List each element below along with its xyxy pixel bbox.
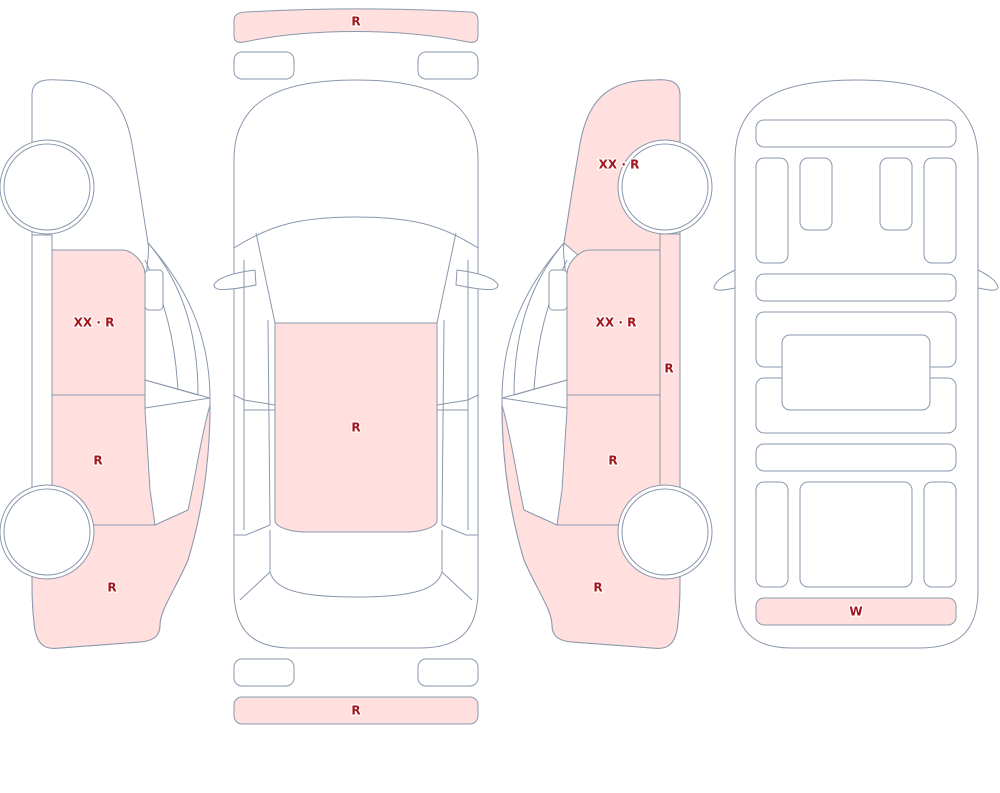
mark-left-rocker: R bbox=[664, 362, 673, 376]
top-view-left-door-line bbox=[233, 394, 276, 411]
right-view-front-wheel bbox=[617, 139, 713, 235]
underbody-front-right-rail bbox=[923, 157, 957, 264]
underbody-spare-well bbox=[799, 481, 913, 588]
mark-right-rear-door: R bbox=[608, 454, 617, 468]
underbody-firewall-crossmember bbox=[755, 273, 957, 302]
right-view-mirror bbox=[548, 269, 568, 311]
top-view-right-mirror bbox=[455, 269, 499, 290]
mark-left-front-door: XX · R bbox=[596, 316, 637, 330]
right-view-rocker[interactable] bbox=[659, 233, 681, 525]
mark-left-rear-door: R bbox=[93, 454, 102, 468]
underbody-front-left-arm bbox=[799, 157, 833, 231]
top-view-a-pillar-right bbox=[436, 232, 457, 324]
underbody-front-crossmember bbox=[755, 119, 957, 148]
mark-left-front-fender: XX · R bbox=[599, 158, 640, 172]
underbody-view: W bbox=[713, 79, 999, 649]
underbody-left-mirror bbox=[713, 269, 736, 291]
mark-left-front-door: XX · R bbox=[74, 316, 115, 330]
top-view-rear-pillars bbox=[234, 524, 478, 601]
left-view-rear-wheel bbox=[0, 484, 95, 580]
left-view: XX · R R R bbox=[0, 79, 211, 649]
right-view: XX · R XX · R R R R bbox=[501, 79, 713, 649]
top-view-rear-window bbox=[269, 530, 443, 598]
mark-underbody-rear-panel: W bbox=[849, 605, 862, 619]
top-view-front-left-light bbox=[233, 51, 295, 80]
underbody-front-left-rail bbox=[755, 157, 789, 264]
mark-right-rear-quarter: R bbox=[593, 581, 602, 595]
mark-roof: R bbox=[351, 421, 360, 435]
underbody-front-right-arm bbox=[879, 157, 913, 231]
right-view-rear-wheel bbox=[617, 484, 713, 580]
top-view-rear-left-light bbox=[233, 658, 295, 687]
underbody-rear-left-rail bbox=[755, 481, 789, 588]
top-view-right-door-line bbox=[436, 394, 479, 411]
underbody-rear-panel[interactable] bbox=[755, 597, 957, 626]
right-view-door-handle-line bbox=[501, 379, 568, 409]
top-view: R R R bbox=[213, 8, 499, 725]
top-view-rear-right-light bbox=[417, 658, 479, 687]
left-view-pillar bbox=[31, 234, 53, 526]
mark-front-bumper: R bbox=[351, 15, 360, 29]
mark-rear-bumper: R bbox=[351, 704, 360, 718]
top-view-left-mirror bbox=[213, 269, 257, 290]
right-view-rear-quarter[interactable] bbox=[501, 404, 681, 649]
top-view-windshield bbox=[233, 216, 479, 249]
underbody-right-mirror bbox=[977, 269, 999, 291]
top-view-rear-bumper[interactable] bbox=[233, 696, 479, 725]
underbody-tunnel bbox=[781, 334, 931, 411]
underbody-rear-crossmember bbox=[755, 443, 957, 472]
left-view-front-wheel bbox=[0, 139, 95, 235]
top-view-right-strip bbox=[441, 260, 469, 530]
underbody-rear-right-rail bbox=[923, 481, 957, 588]
left-view-rear-quarter[interactable] bbox=[31, 404, 211, 649]
top-view-front-right-light bbox=[417, 51, 479, 80]
mark-left-rear-quarter: R bbox=[107, 581, 116, 595]
top-view-left-strip bbox=[243, 260, 271, 530]
top-view-front-bumper[interactable] bbox=[233, 8, 479, 43]
left-view-door-handle-line bbox=[144, 379, 211, 409]
top-view-a-pillar-left bbox=[255, 232, 276, 324]
left-view-mirror bbox=[144, 269, 164, 311]
top-view-roof[interactable] bbox=[274, 322, 438, 533]
